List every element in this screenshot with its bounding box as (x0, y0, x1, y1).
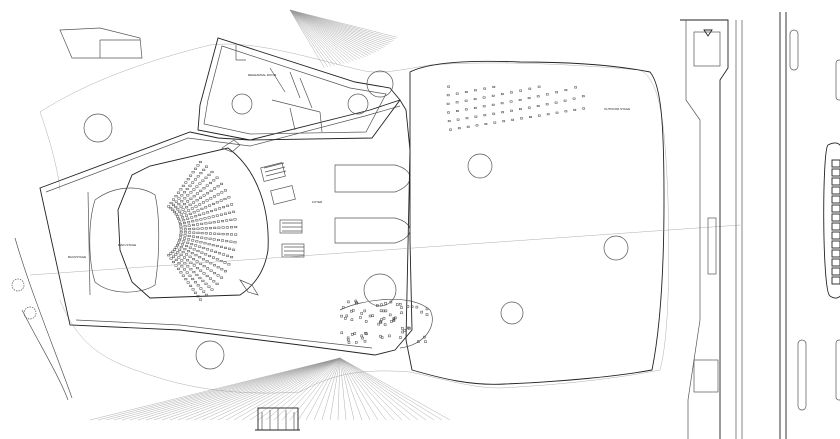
annex-building (59, 27, 143, 59)
elevation-thumbnail (255, 407, 300, 431)
label-rehearsal-room: REHEARSAL ROOM (248, 73, 277, 77)
main-auditorium (87, 139, 269, 301)
label-main-stage: MAIN STAGE (118, 243, 136, 247)
rehearsal-wing (197, 37, 401, 141)
outdoor-stage-seating (340, 299, 429, 344)
corridor-bridges (334, 164, 411, 244)
main-building-outline (39, 99, 413, 356)
street-right (680, 19, 743, 439)
auditorium-seating (167, 160, 238, 301)
sightline-fan-top (289, 9, 397, 68)
hall-seating (446, 85, 586, 131)
landscape-contour (39, 43, 669, 394)
sightline-fan-bottom (89, 357, 451, 421)
concert-hall (405, 60, 665, 385)
left-street (11, 237, 73, 401)
label-foyer: FOYER (312, 200, 323, 204)
tram-line (779, 12, 840, 439)
section-axis (29, 224, 741, 276)
tram-vehicle (831, 159, 840, 285)
label-outdoor-stage: OUTDOOR STAGE (604, 107, 630, 111)
outdoor-stage-edge (339, 298, 433, 349)
label-backstage: BACKSTAGE (68, 255, 86, 259)
column-circles (83, 70, 629, 370)
foyer-stairs (260, 162, 305, 258)
